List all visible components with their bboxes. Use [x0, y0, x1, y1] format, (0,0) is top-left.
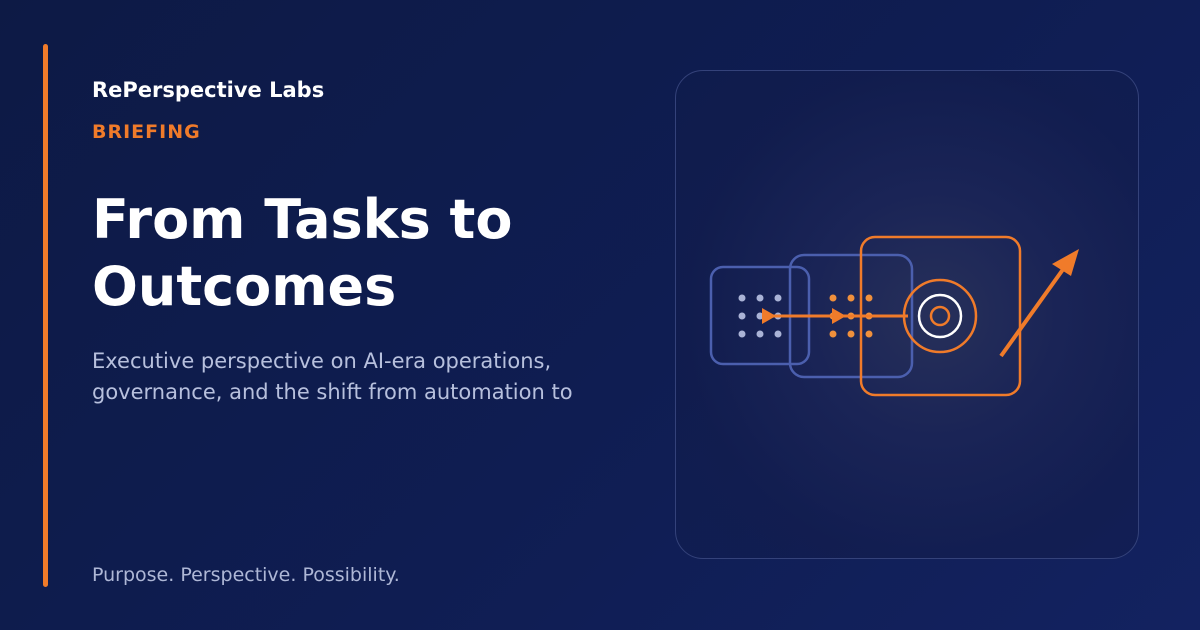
growth-arrow-icon — [999, 249, 1079, 358]
process-illustration — [709, 235, 1079, 397]
tagline: Purpose. Perspective. Possibility. — [92, 564, 400, 586]
brand-name: RePerspective Labs — [92, 78, 325, 102]
target-icon — [902, 278, 978, 354]
page-title: From Tasks to Outcomes — [92, 188, 513, 318]
page-subtitle: Executive perspective on AI-era operatio… — [92, 349, 573, 404]
arrowhead-icon — [762, 308, 776, 324]
illustration-panel — [675, 70, 1139, 559]
light-dot-grid-icon — [738, 294, 782, 338]
accent-bar — [43, 44, 48, 587]
arrowhead-icon — [832, 308, 846, 324]
category-label: BRIEFING — [92, 121, 201, 143]
